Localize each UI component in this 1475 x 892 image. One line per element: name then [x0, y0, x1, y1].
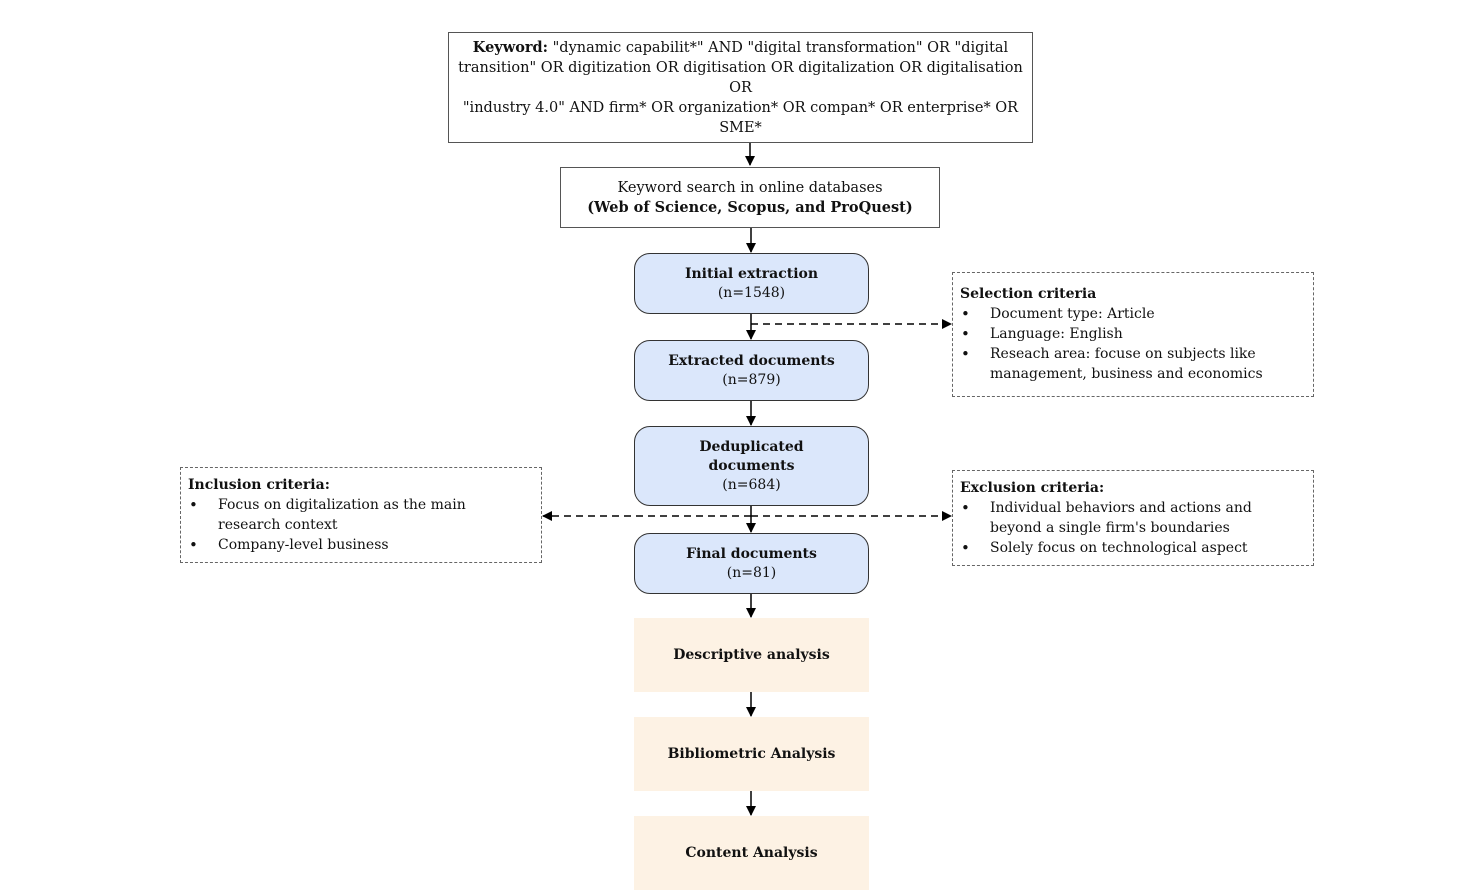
stage-deduplicated-documents: Deduplicated documents (n=684) [634, 426, 869, 506]
analysis-bibliometric: Bibliometric Analysis [634, 717, 869, 791]
analysis-descriptive: Descriptive analysis [634, 618, 869, 692]
selection-criteria-title: Selection criteria [960, 286, 1097, 302]
search-line-1: Keyword search in online databases [617, 179, 883, 196]
list-item: Company-level business [188, 535, 535, 555]
exclusion-criteria-box: Exclusion criteria: Individual behaviors… [952, 470, 1314, 566]
exclusion-criteria-title: Exclusion criteria: [960, 480, 1105, 496]
keyword-box: Keyword: "dynamic capabilit*" AND "digit… [448, 32, 1033, 143]
analysis-label: Bibliometric Analysis [667, 745, 836, 762]
stage-count: (n=81) [726, 564, 777, 581]
exclusion-criteria-list: Individual behaviors and actions and bey… [960, 498, 1307, 558]
search-line-2: (Web of Science, Scopus, and ProQuest) [587, 198, 913, 216]
stage-title: Extracted documents [668, 352, 835, 369]
inclusion-criteria-box: Inclusion criteria: Focus on digitalizat… [180, 467, 542, 563]
stage-title: Initial extraction [684, 265, 819, 282]
list-item: Reseach area: focuse on subjects like ma… [960, 344, 1307, 384]
stage-initial-extraction: Initial extraction (n=1548) [634, 253, 869, 314]
database-search-box: Keyword search in online databases (Web … [560, 167, 940, 228]
analysis-content: Content Analysis [634, 816, 869, 890]
stage-title: Final documents [686, 545, 817, 562]
list-item: Solely focus on technological aspect [960, 538, 1307, 558]
list-item: Individual behaviors and actions and bey… [960, 498, 1307, 538]
stage-title-line-2: documents [708, 457, 795, 474]
analysis-label: Descriptive analysis [673, 646, 830, 663]
list-item: Focus on digitalization as the main rese… [188, 495, 535, 535]
inclusion-criteria-list: Focus on digitalization as the main rese… [188, 495, 535, 555]
analysis-label: Content Analysis [685, 844, 818, 861]
stage-final-documents: Final documents (n=81) [634, 533, 869, 594]
inclusion-criteria-title: Inclusion criteria: [188, 477, 330, 493]
list-item: Language: English [960, 324, 1307, 344]
keyword-line-3: "industry 4.0" AND firm* OR organization… [462, 99, 1019, 136]
selection-criteria-box: Selection criteria Document type: Articl… [952, 272, 1314, 397]
keyword-line-1: "dynamic capabilit*" AND "digital transf… [548, 39, 1009, 56]
keyword-line-2: transition" OR digitization OR digitisat… [458, 59, 1023, 96]
list-item: Document type: Article [960, 304, 1307, 324]
selection-criteria-list: Document type: Article Language: English… [960, 304, 1307, 384]
stage-title-line-1: Deduplicated [699, 438, 804, 455]
stage-extracted-documents: Extracted documents (n=879) [634, 340, 869, 401]
stage-count: (n=684) [722, 476, 781, 493]
stage-count: (n=879) [722, 371, 781, 388]
stage-count: (n=1548) [717, 284, 786, 301]
keyword-label: Keyword: [472, 38, 549, 56]
